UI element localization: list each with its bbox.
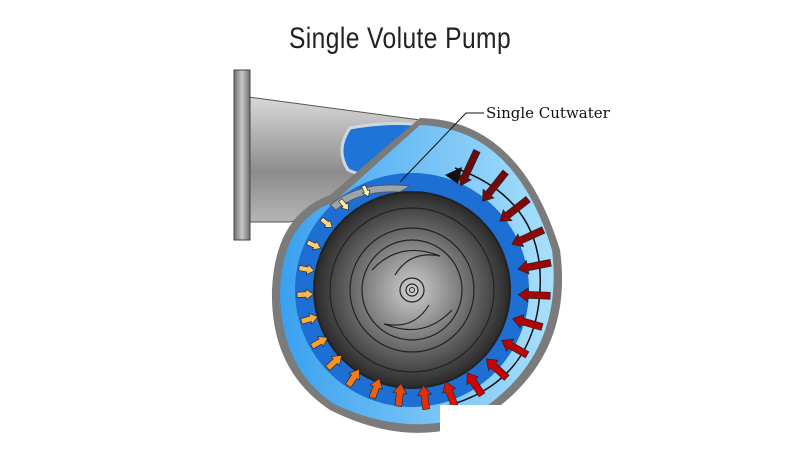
flow-arrow <box>325 354 342 371</box>
flow-arrow <box>306 239 322 251</box>
flow-arrow <box>319 216 333 228</box>
flow-arrow <box>442 381 459 408</box>
flow-arrow <box>466 372 486 398</box>
flow-arrow <box>511 226 546 248</box>
flow-arrow <box>361 184 371 198</box>
flow-arrow <box>416 384 432 410</box>
flow-arrow <box>501 338 530 359</box>
mask <box>440 405 560 450</box>
flow-arrow <box>296 288 314 301</box>
impeller <box>313 191 511 389</box>
rotation-arrow-icon <box>445 167 462 184</box>
flow-arrow <box>499 196 531 222</box>
cutwater-leader-line <box>399 112 484 183</box>
flow-arrow <box>345 368 360 388</box>
flow-arrows <box>296 149 552 410</box>
flange <box>233 69 251 241</box>
flow-arrow <box>517 287 551 303</box>
flow-arrow <box>338 198 349 211</box>
flow-arrow <box>517 259 552 275</box>
flow-arrow <box>298 263 315 275</box>
diagram-title: Single Volute Pump <box>288 22 512 55</box>
cutwater-label: Single Cutwater <box>486 104 610 122</box>
flow-arrow <box>368 377 383 400</box>
flow-arrow <box>300 312 319 325</box>
flow-arrow <box>458 149 481 187</box>
flow-arrow <box>309 336 329 350</box>
flow-arrow <box>482 169 509 202</box>
flow-arrow <box>485 358 510 381</box>
flow-arrow <box>392 382 408 407</box>
flow-arrow <box>512 314 544 331</box>
